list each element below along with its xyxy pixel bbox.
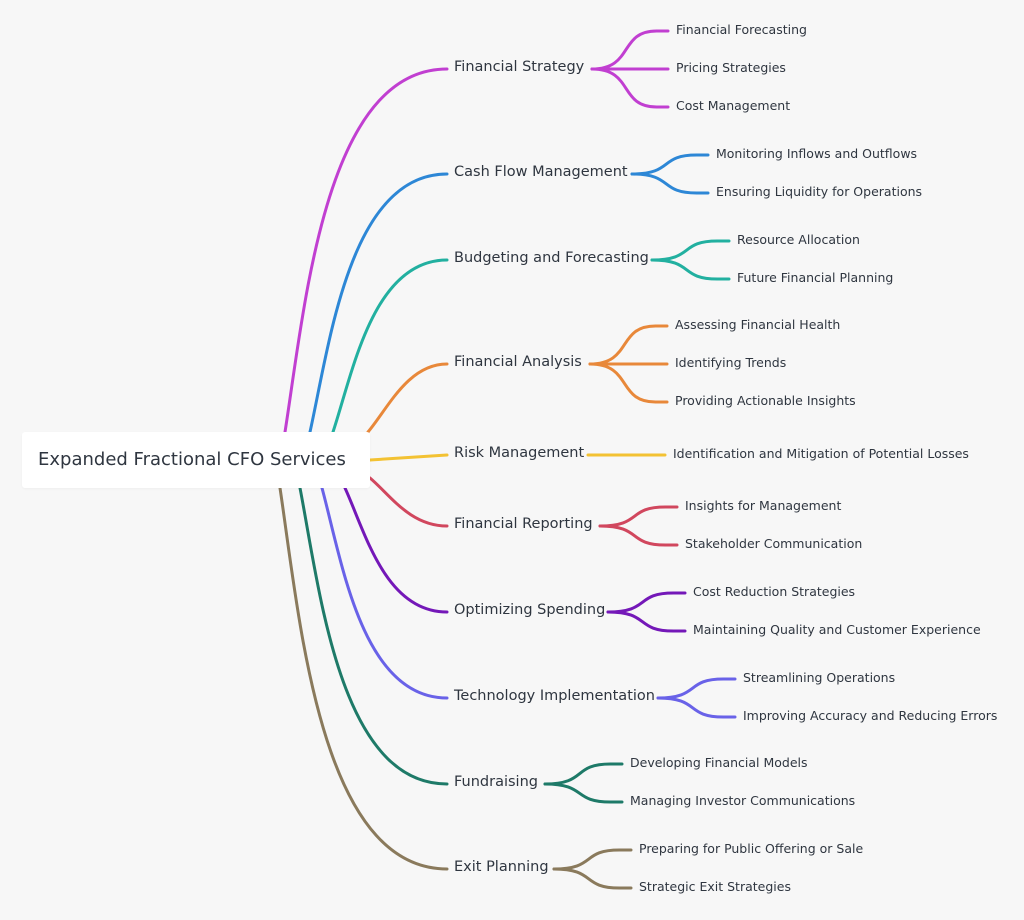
branch-risk-management[interactable]: Risk Management (454, 445, 585, 461)
leaf-ensuring-liquidity-for-operations[interactable]: Ensuring Liquidity for Operations (716, 184, 923, 199)
connector-technology-implementation (320, 486, 449, 700)
leaf-improving-accuracy-and-reducing-errors[interactable]: Improving Accuracy and Reducing Errors (743, 708, 998, 723)
connector-fundraising (298, 486, 449, 786)
branch-cash-flow-management[interactable]: Cash Flow Management (454, 164, 628, 180)
branch-budgeting-and-forecasting[interactable]: Budgeting and Forecasting (454, 250, 649, 266)
leaf-connector-providing-actionable-insights (588, 362, 669, 404)
leaf-identification-and-mitigation-of-potential-losses[interactable]: Identification and Mitigation of Potenti… (673, 446, 969, 461)
connector-cash-flow-management (308, 172, 449, 434)
leaf-connector-cost-reduction-strategies (606, 591, 687, 614)
branch-financial-reporting[interactable]: Financial Reporting (454, 516, 593, 532)
leaf-connector-ensuring-liquidity-for-operations (630, 172, 710, 195)
leaf-connector-preparing-for-public-offering-or-sale (552, 848, 633, 871)
connector-financial-strategy (283, 67, 449, 434)
leaf-providing-actionable-insights[interactable]: Providing Actionable Insights (675, 393, 856, 408)
leaf-strategic-exit-strategies[interactable]: Strategic Exit Strategies (639, 879, 791, 894)
connector-budgeting-and-forecasting (331, 258, 449, 434)
branch-exit-planning[interactable]: Exit Planning (454, 859, 549, 875)
connector-risk-management (368, 453, 449, 462)
leaf-connector-improving-accuracy-and-reducing-errors (656, 696, 737, 719)
leaf-insights-for-management[interactable]: Insights for Management (685, 498, 842, 513)
branch-technology-implementation[interactable]: Technology Implementation (454, 688, 655, 704)
leaf-future-financial-planning[interactable]: Future Financial Planning (737, 270, 894, 285)
leaf-connector-streamlining-operations (656, 677, 737, 700)
leaf-connector-monitoring-inflows-and-outflows (630, 153, 710, 176)
connector-financial-reporting (368, 476, 449, 528)
leaf-connector-assessing-financial-health (588, 324, 669, 366)
leaf-monitoring-inflows-and-outflows[interactable]: Monitoring Inflows and Outflows (716, 146, 918, 161)
connector-exit-planning (278, 486, 449, 871)
leaf-maintaining-quality-and-customer-experience[interactable]: Maintaining Quality and Customer Experie… (693, 622, 981, 637)
leaf-connector-developing-financial-models (543, 762, 624, 786)
branch-fundraising[interactable]: Fundraising (454, 774, 538, 790)
leaf-financial-forecasting[interactable]: Financial Forecasting (676, 22, 807, 37)
leaf-cost-management[interactable]: Cost Management (676, 98, 791, 113)
leaf-resource-allocation[interactable]: Resource Allocation (737, 232, 860, 247)
leaf-managing-investor-communications[interactable]: Managing Investor Communications (630, 793, 856, 808)
branch-financial-analysis[interactable]: Financial Analysis (454, 354, 582, 370)
branch-optimizing-spending[interactable]: Optimizing Spending (454, 602, 606, 618)
leaf-identifying-trends[interactable]: Identifying Trends (675, 355, 787, 370)
leaf-connector-stakeholder-communication (598, 524, 679, 547)
root-node[interactable] (22, 432, 370, 488)
leaf-connector-strategic-exit-strategies (552, 867, 633, 890)
leaf-developing-financial-models[interactable]: Developing Financial Models (630, 755, 808, 770)
leaf-connector-managing-investor-communications (543, 782, 624, 804)
leaf-assessing-financial-health[interactable]: Assessing Financial Health (675, 317, 841, 332)
leaf-streamlining-operations[interactable]: Streamlining Operations (743, 670, 896, 685)
leaf-preparing-for-public-offering-or-sale[interactable]: Preparing for Public Offering or Sale (639, 841, 864, 856)
leaf-cost-reduction-strategies[interactable]: Cost Reduction Strategies (693, 584, 856, 599)
leaf-connector-future-financial-planning (650, 258, 731, 281)
connector-financial-analysis (366, 362, 449, 434)
leaf-connector-maintaining-quality-and-customer-experience (606, 610, 687, 633)
leaf-connector-financial-forecasting (590, 29, 670, 71)
leaf-connector-insights-for-management (598, 505, 679, 528)
root-label: Expanded Fractional CFO Services (38, 449, 346, 470)
leaf-connector-resource-allocation (650, 239, 731, 262)
connector-optimizing-spending (343, 486, 449, 614)
leaf-stakeholder-communication[interactable]: Stakeholder Communication (685, 536, 863, 551)
branch-financial-strategy[interactable]: Financial Strategy (454, 59, 585, 75)
leaf-connector-cost-management (590, 67, 670, 109)
leaf-pricing-strategies[interactable]: Pricing Strategies (676, 60, 786, 75)
